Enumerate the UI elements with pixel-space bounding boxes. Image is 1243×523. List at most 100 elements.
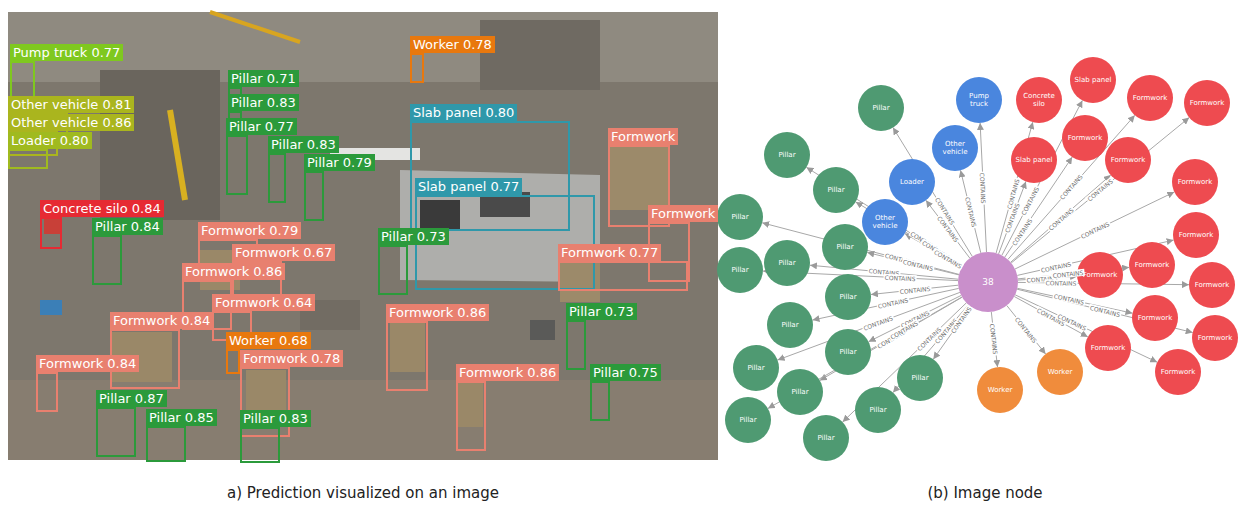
detection-box: Slab panel 0.80: [410, 104, 570, 231]
detection-label: Pump truck 0.77: [10, 44, 123, 61]
object-node: Pillar: [858, 85, 904, 131]
node-label: Worker: [981, 386, 1020, 394]
object-node: Formwork: [1173, 212, 1219, 258]
detection-label: Formwork 0.77: [558, 244, 661, 261]
figure-caption: (b) Image node: [927, 484, 1042, 502]
detection-label: Pillar 0.87: [96, 390, 167, 407]
node-label: Pillar: [901, 374, 940, 382]
object-node: Other vehicle: [862, 199, 908, 245]
node-label: Formwork: [1196, 334, 1235, 342]
detection-label: Worker 0.78: [410, 36, 495, 53]
edge-label: CONTAINS: [979, 171, 988, 204]
node-label: Formwork: [1136, 314, 1175, 322]
detection-label: Formwork 0.86: [456, 364, 559, 381]
object-node: Formwork: [1184, 80, 1230, 126]
detection-label: Formwork 0.84: [110, 312, 213, 329]
edge-label: CONTAINS: [898, 285, 931, 295]
site-object: [530, 320, 555, 340]
detection-box: Formwork 0.86: [456, 364, 559, 451]
node-label: Formwork: [1193, 281, 1232, 289]
node-label: Slab panel: [1074, 76, 1113, 84]
object-node: Loader: [889, 159, 935, 205]
object-node: Slab panel: [1011, 137, 1057, 183]
formwork-patch: [458, 382, 483, 427]
node-label: Pillar: [829, 348, 868, 356]
detection-outline: [304, 171, 324, 221]
object-node: Pillar: [764, 240, 810, 286]
detection-label: Worker 0.68: [226, 332, 311, 349]
detection-label: Formwork 0.78: [240, 350, 343, 367]
detection-box: Pillar 0.77: [226, 118, 297, 195]
node-label: Other vehicle: [936, 140, 975, 156]
object-node: Pillar: [733, 345, 779, 391]
detection-label: Other vehicle 0.81: [8, 96, 134, 113]
detection-label: Pillar 0.73: [378, 228, 449, 245]
detection-label: Pillar 0.77: [226, 118, 297, 135]
object-node: Formwork: [1189, 262, 1235, 308]
detection-outline: [410, 121, 570, 231]
detection-box: Pillar 0.75: [590, 364, 661, 421]
node-label: Formwork: [1159, 368, 1198, 376]
node-label: Pillar: [859, 406, 898, 414]
detection-label: Pillar 0.75: [590, 364, 661, 381]
detection-outline: [566, 320, 586, 370]
edge-label: CONTAINS: [876, 296, 910, 310]
edge-label: CONTAINS: [1058, 173, 1085, 202]
node-label: Formwork: [1176, 178, 1215, 186]
detection-box: Formwork 0.84: [110, 312, 213, 389]
edge-label: CONTAINS: [1088, 303, 1122, 318]
node-label: 38: [963, 277, 1013, 287]
object-node: Pillar: [777, 369, 823, 415]
node-label: Formwork: [1188, 99, 1227, 107]
node-label: Formwork: [1177, 231, 1216, 239]
detection-label: Pillar 0.83: [228, 94, 299, 111]
object-node: Formwork: [1129, 242, 1175, 288]
detection-box: Pillar 0.83: [240, 410, 311, 463]
detection-outline: [240, 427, 280, 463]
node-label: Pillar: [781, 388, 820, 396]
object-node: Pillar: [822, 224, 868, 270]
detection-box: Formwork 0.77: [558, 244, 688, 291]
detection-outline: [8, 149, 48, 169]
node-label: Formwork: [1133, 261, 1172, 269]
object-node: Formwork: [1132, 295, 1178, 341]
detection-label: Formwork 0.86: [182, 263, 285, 280]
object-node: Pillar: [717, 194, 763, 240]
detection-label: Formwork 0.86: [386, 304, 489, 321]
edge-label: CONTAINS: [1046, 205, 1075, 232]
detection-label: Pillar 0.84: [92, 218, 163, 235]
object-node: Pillar: [803, 415, 849, 461]
formwork-patch: [390, 322, 425, 372]
object-node: Formwork: [1172, 159, 1218, 205]
object-node: Slab panel: [1070, 57, 1116, 103]
detection-label: Loader 0.80: [8, 132, 92, 149]
detection-outline: [226, 349, 240, 374]
detection-outline: [92, 235, 122, 285]
detection-label: Pillar 0.85: [146, 409, 217, 426]
detection-label: Formwork: [608, 128, 678, 145]
object-node: Worker: [1037, 349, 1083, 395]
detection-label: Pillar 0.83: [240, 410, 311, 427]
detection-label: Formwork 0.84: [36, 355, 139, 372]
node-label: Pump truck: [960, 92, 999, 108]
node-label: Pillar: [771, 321, 810, 329]
crane-arm: [210, 12, 300, 42]
edge-label: CONTAINS: [1085, 177, 1115, 203]
detection-label: Pillar 0.83: [268, 136, 339, 153]
contains-edge: [961, 170, 981, 253]
node-label: Pillar: [807, 434, 846, 442]
object-node: Pump truck: [956, 77, 1002, 123]
object-node: Pillar: [825, 329, 871, 375]
node-label: Formwork: [1089, 344, 1128, 352]
detection-label: Formwork: [648, 205, 718, 222]
detection-outline: [410, 53, 424, 83]
detection-outline: [558, 261, 688, 291]
edge-label: CONTAINS: [901, 257, 935, 272]
slab-opening: [420, 200, 460, 230]
contains-edge: [1011, 118, 1189, 263]
detection-label: Concrete silo 0.84: [40, 200, 164, 217]
detection-outline: [36, 372, 58, 412]
detection-box: Pillar 0.84: [92, 218, 163, 285]
wall-zone: [480, 20, 600, 90]
